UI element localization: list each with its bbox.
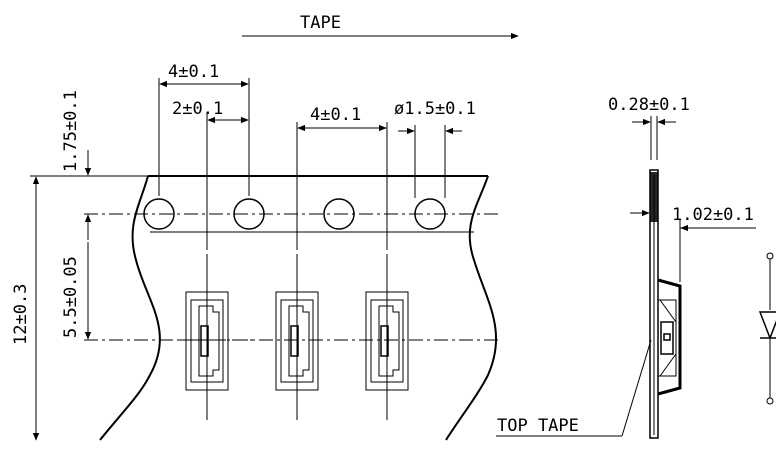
component-pocket <box>160 254 254 420</box>
dim-tape-thickness-label: 0.28±0.1 <box>608 95 690 115</box>
dim-hole-to-pocket-row-label: 5.5±0.05 <box>61 256 81 338</box>
dim-hole-to-pocket-label: 2±0.1 <box>172 99 223 119</box>
dim-pitch-mid: 4±0.1 <box>296 105 388 250</box>
tape-outline <box>99 175 497 441</box>
diode-icon <box>758 252 776 405</box>
dim-pocket-depth-label: 1.02±0.1 <box>672 205 754 225</box>
dim-hole-to-pocket: 2±0.1 <box>172 99 249 250</box>
component-pocket <box>365 254 409 420</box>
dim-edge-to-hole: 1.75±0.1 <box>61 90 130 240</box>
dim-pitch-mid-label: 4±0.1 <box>310 105 361 125</box>
dim-tape-width: 12±0.3 <box>11 175 148 441</box>
dim-tape-width-label: 12±0.3 <box>11 284 31 345</box>
sprocket-holes <box>84 198 500 230</box>
dim-pitch-top: 4±0.1 <box>158 62 250 196</box>
top-tape-callout: TOP TAPE <box>496 339 652 437</box>
dim-edge-to-hole-label: 1.75±0.1 <box>61 90 81 172</box>
tape-side-view <box>649 169 682 439</box>
tape-direction-label: TAPE <box>300 13 341 33</box>
dim-hole-diameter-label: ø1.5±0.1 <box>394 99 476 119</box>
dim-hole-diameter: ø1.5±0.1 <box>394 99 476 198</box>
top-tape-label: TOP TAPE <box>497 416 579 436</box>
dim-pitch-top-label: 4±0.1 <box>168 62 219 82</box>
component-pocket <box>275 254 319 420</box>
dim-pocket-depth: 1.02±0.1 <box>630 205 756 282</box>
dim-hole-to-pocket-row: 5.5±0.05 <box>61 242 92 340</box>
dim-tape-thickness: 0.28±0.1 <box>608 95 690 160</box>
